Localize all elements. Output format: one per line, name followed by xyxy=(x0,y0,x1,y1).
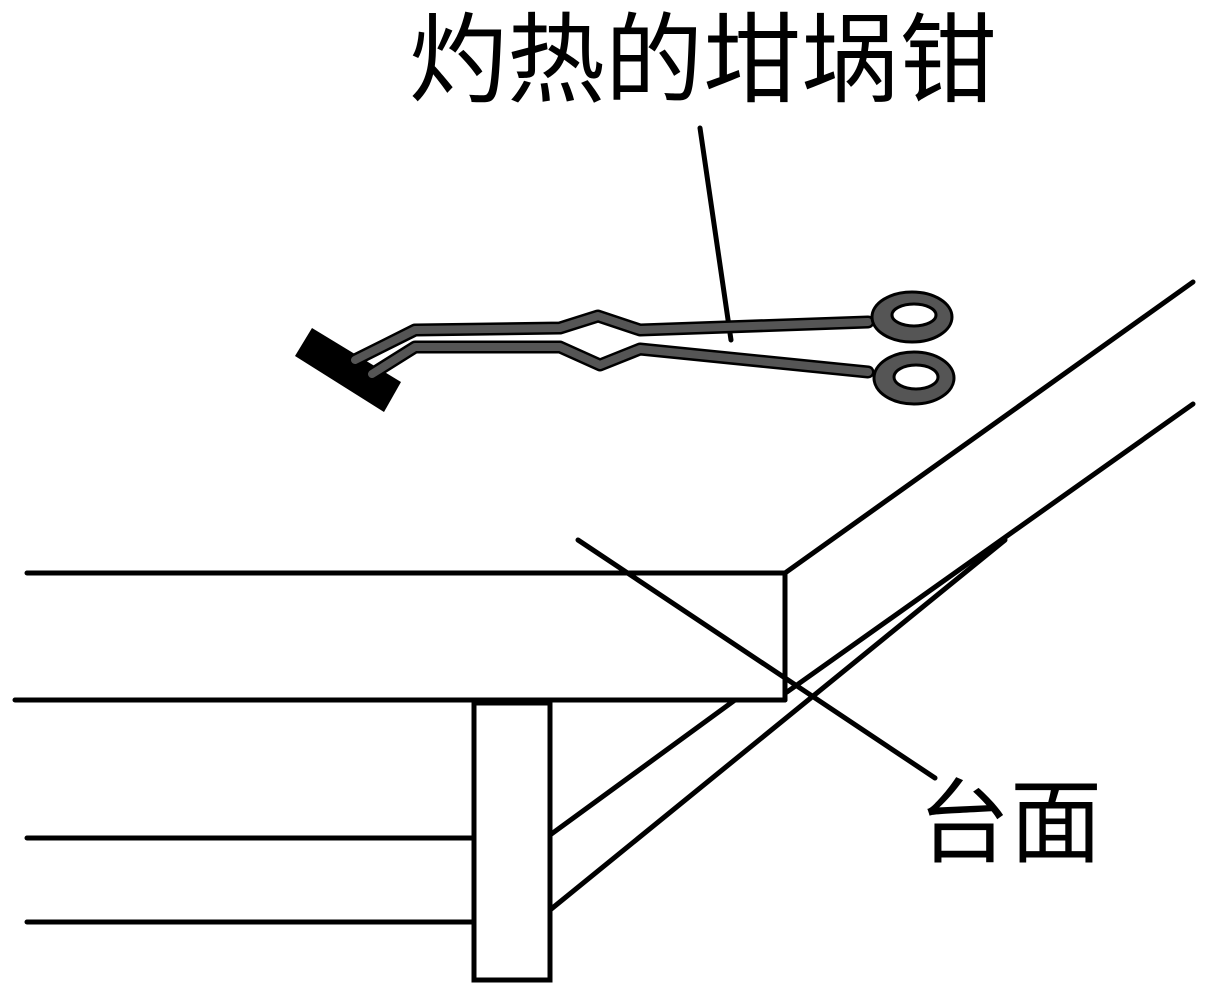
tongs-upper-arm xyxy=(351,312,872,364)
table-top-side-edge xyxy=(782,279,1196,576)
table-label: 台面 xyxy=(918,770,1102,877)
table-leg xyxy=(471,700,553,983)
tongs-leader-line xyxy=(697,125,734,343)
table-top-side-lower-edge xyxy=(784,401,1196,695)
tongs-label: 灼热的坩埚钳 xyxy=(409,4,997,118)
tongs-tip xyxy=(295,328,401,412)
tongs-lower-arm xyxy=(368,343,872,378)
table-apron-lower-edge xyxy=(547,537,1008,913)
table-leader-line xyxy=(575,537,938,781)
table-apron-upper-edge xyxy=(547,697,738,838)
crucible-tongs xyxy=(295,290,956,412)
tongs-lower-loop-hole xyxy=(892,363,940,391)
tongs-upper-loop-hole xyxy=(890,302,938,328)
